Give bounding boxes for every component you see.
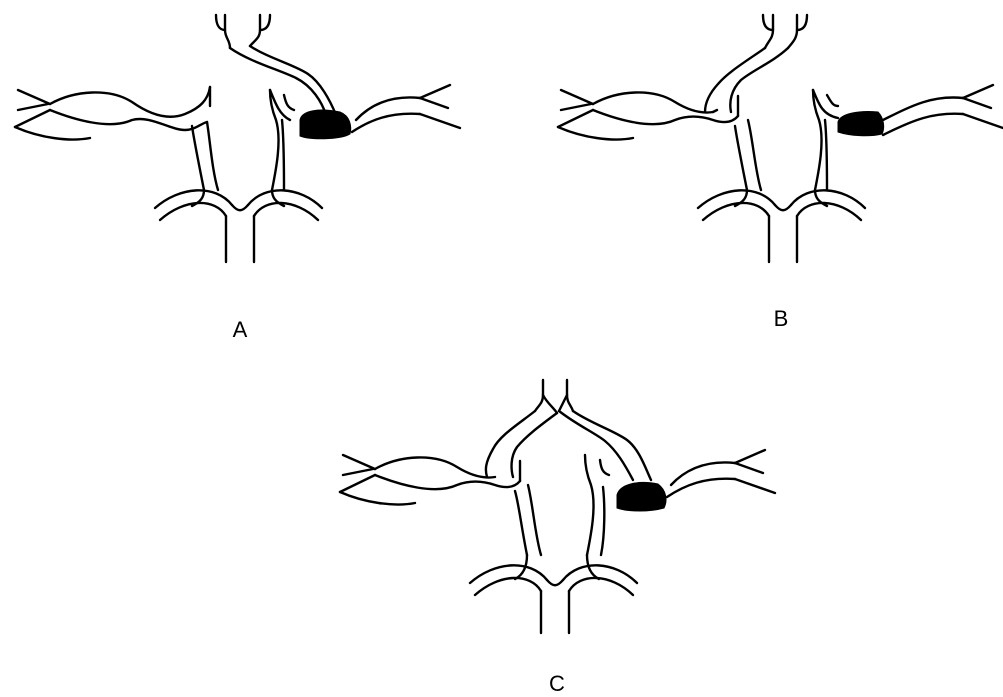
panel-a [15, 15, 460, 262]
panel-c [340, 380, 775, 633]
occlusion-b [838, 111, 884, 135]
panel-label-c: C [549, 671, 565, 696]
occlusion-a [300, 110, 351, 139]
occlusion-c [617, 482, 666, 511]
panel-label-b: B [774, 306, 789, 331]
panel-b [558, 15, 1003, 262]
panel-label-a: A [233, 317, 248, 342]
